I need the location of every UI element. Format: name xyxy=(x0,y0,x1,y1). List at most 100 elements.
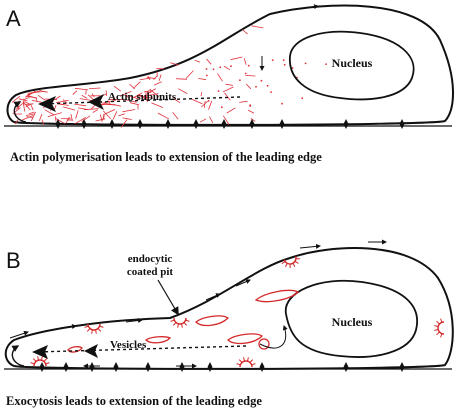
pit-spike xyxy=(181,323,183,328)
pit-spike xyxy=(236,363,241,366)
actin-filament xyxy=(107,100,111,105)
pit-spike xyxy=(84,325,89,328)
actin-filament xyxy=(21,115,34,121)
adhesion-diamond xyxy=(399,119,405,129)
actin-filament xyxy=(62,99,68,104)
panel-b-pit-label-line2: coated pit xyxy=(127,266,173,278)
pit-spike xyxy=(41,356,43,361)
adhesion-diamond xyxy=(221,119,227,129)
actin-filament xyxy=(18,98,28,102)
actin-filament xyxy=(14,119,19,125)
actin-filament xyxy=(226,107,236,114)
actin-subunit xyxy=(205,74,208,77)
actin-filament xyxy=(242,29,248,35)
actin-subunit xyxy=(266,84,269,87)
actin-filament xyxy=(112,111,118,120)
actin-filament xyxy=(81,94,88,99)
actin-filament xyxy=(54,116,57,122)
actin-subunit xyxy=(230,65,232,68)
panel-a-actin-subunits xyxy=(205,59,327,109)
adhesion-diamond xyxy=(145,362,151,372)
actin-filament xyxy=(245,75,256,77)
actin-filament xyxy=(30,111,36,122)
panel-b-pit-pointer xyxy=(157,279,179,316)
panel-b-vesicle-flow-line xyxy=(35,345,247,353)
actin-filament xyxy=(47,112,62,118)
panel-b-recycling-arrow xyxy=(259,325,288,349)
vesicle xyxy=(144,336,172,344)
panel-a-adhesions xyxy=(55,119,405,129)
actin-filament xyxy=(92,109,98,113)
panel-b-arrowhead-mid xyxy=(84,344,98,358)
actin-filament xyxy=(222,115,230,125)
panel-b-nucleus xyxy=(285,279,418,358)
vesicle xyxy=(254,289,300,303)
actin-filament xyxy=(78,107,89,111)
actin-filament xyxy=(102,109,116,116)
actin-filament xyxy=(200,92,203,97)
actin-filament xyxy=(239,100,248,103)
actin-filament xyxy=(38,113,43,122)
pit-spike xyxy=(170,319,175,322)
actin-filament xyxy=(243,58,247,65)
adhesion-diamond xyxy=(109,119,115,129)
actin-subunit xyxy=(247,64,250,67)
actin-filament xyxy=(75,110,79,119)
panel-b: B Nucleus xyxy=(4,239,454,408)
actin-filament xyxy=(103,110,112,120)
panel-b-membrane-arrow xyxy=(205,293,221,301)
vesicle xyxy=(67,346,83,353)
pit-spike xyxy=(249,359,254,363)
adhesion-diamond xyxy=(39,362,45,372)
actin-filament xyxy=(191,98,203,105)
actin-filament xyxy=(251,25,264,29)
actin-filament xyxy=(185,70,194,79)
actin-filament xyxy=(217,73,223,82)
adhesion-diamond xyxy=(137,119,143,129)
actin-subunit xyxy=(244,72,247,75)
actin-filament xyxy=(53,105,57,111)
pit-spike xyxy=(440,318,443,323)
actin-filament xyxy=(113,85,122,92)
actin-subunit xyxy=(219,66,222,69)
actin-filament xyxy=(129,102,140,106)
panel-b-arrowhead-front xyxy=(32,345,48,359)
actin-filament xyxy=(105,90,107,96)
panel-b-leading-edge-curl xyxy=(11,345,25,367)
actin-filament xyxy=(133,81,141,89)
actin-filament xyxy=(31,100,42,103)
actin-filament xyxy=(41,119,44,125)
actin-filament xyxy=(222,86,234,93)
actin-subunit xyxy=(283,63,286,66)
panel-a-cell-outline xyxy=(6,4,454,126)
actin-filament xyxy=(247,109,255,114)
actin-filament xyxy=(101,115,105,122)
coated-pit xyxy=(170,317,190,328)
panel-b-membrane-arrow xyxy=(235,279,251,287)
panel-b-adhesions xyxy=(39,362,405,372)
panel-a-membrane-arrow xyxy=(299,4,319,10)
coated-pit xyxy=(236,357,256,368)
actin-filament xyxy=(206,58,212,65)
actin-filament xyxy=(89,87,101,89)
panel-b-pit-label-line1: endocytic xyxy=(128,253,173,265)
pit-spike xyxy=(292,262,296,267)
actin-filament xyxy=(118,113,126,117)
actin-filament xyxy=(74,103,87,107)
actin-filament xyxy=(145,88,156,95)
actin-filament xyxy=(55,118,66,125)
vesicle xyxy=(227,333,264,345)
actin-subunit xyxy=(301,97,304,100)
actin-filament xyxy=(139,77,151,81)
actin-filament xyxy=(23,96,30,101)
actin-filament xyxy=(230,56,243,61)
actin-filament xyxy=(177,88,188,94)
panel-b-membrane-arrow xyxy=(125,318,143,323)
panel-b-caption: Exocytosis leads to extension of the lea… xyxy=(6,394,262,408)
actin-filament xyxy=(102,115,105,120)
actin-subunit xyxy=(217,90,220,92)
vesicle xyxy=(195,315,230,327)
adhesion-diamond xyxy=(193,119,199,129)
pit-spike xyxy=(285,263,288,268)
